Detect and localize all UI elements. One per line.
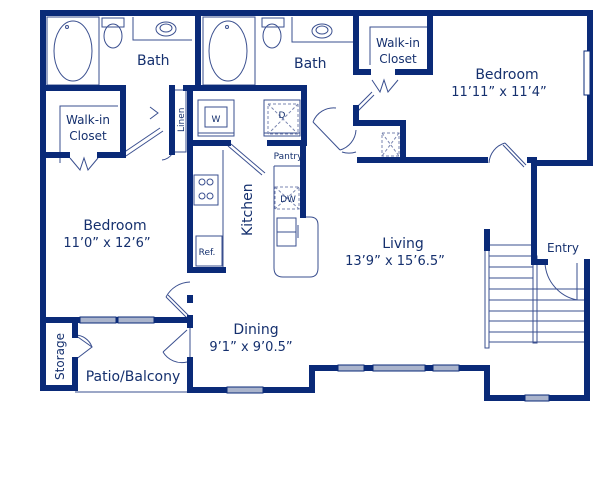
living-label: Living [382,236,424,252]
dishwasher [274,186,300,210]
dining-label: Dining [233,322,278,338]
toilet-2 [262,23,282,49]
bath-1-label: Bath [137,53,170,69]
entry-label: Entry [547,241,579,255]
bedroom-right-label: Bedroom [475,67,538,83]
dishwasher-label: DW [280,195,296,205]
walls [40,10,593,401]
toilet-1-tank [101,17,125,28]
bedroom-right-dims: 11’11” x 11’4” [451,85,547,100]
closet-left-line2: Closet [69,129,107,143]
dryer [263,99,301,137]
storage-label: Storage [53,333,67,380]
kitchen-label: Kitchen [240,183,256,236]
toilet-1 [103,23,123,49]
stove [193,174,219,206]
washer-label: W [212,115,221,125]
sink-2 [311,23,333,39]
refrigerator-label: Ref. [199,248,216,258]
toilet-2-tank [261,17,285,28]
closet-right-line2: Closet [379,52,417,66]
washer [197,99,235,137]
living-dims: 13’9” x 15’6.5” [345,254,445,269]
linen-label: Linen [177,108,187,132]
refrigerator [195,235,223,267]
bathtub-2-basin [208,20,248,82]
dryer-label: D [279,111,286,121]
closet-left-line1: Walk-in [66,113,110,127]
closet-right-line1: Walk-in [376,36,420,50]
bath-2-label: Bath [294,56,327,72]
bedroom-left-dims: 11’0” x 12’6” [63,236,150,251]
dining-dims: 9’1” x 9’0.5” [209,340,292,355]
bathtub-1-basin [53,20,93,82]
bedroom-left-label: Bedroom [83,218,146,234]
sink-1 [155,21,177,37]
bathtub-1 [46,16,100,86]
patio-label: Patio/Balcony [86,369,181,385]
pantry-label: Pantry [274,152,303,162]
